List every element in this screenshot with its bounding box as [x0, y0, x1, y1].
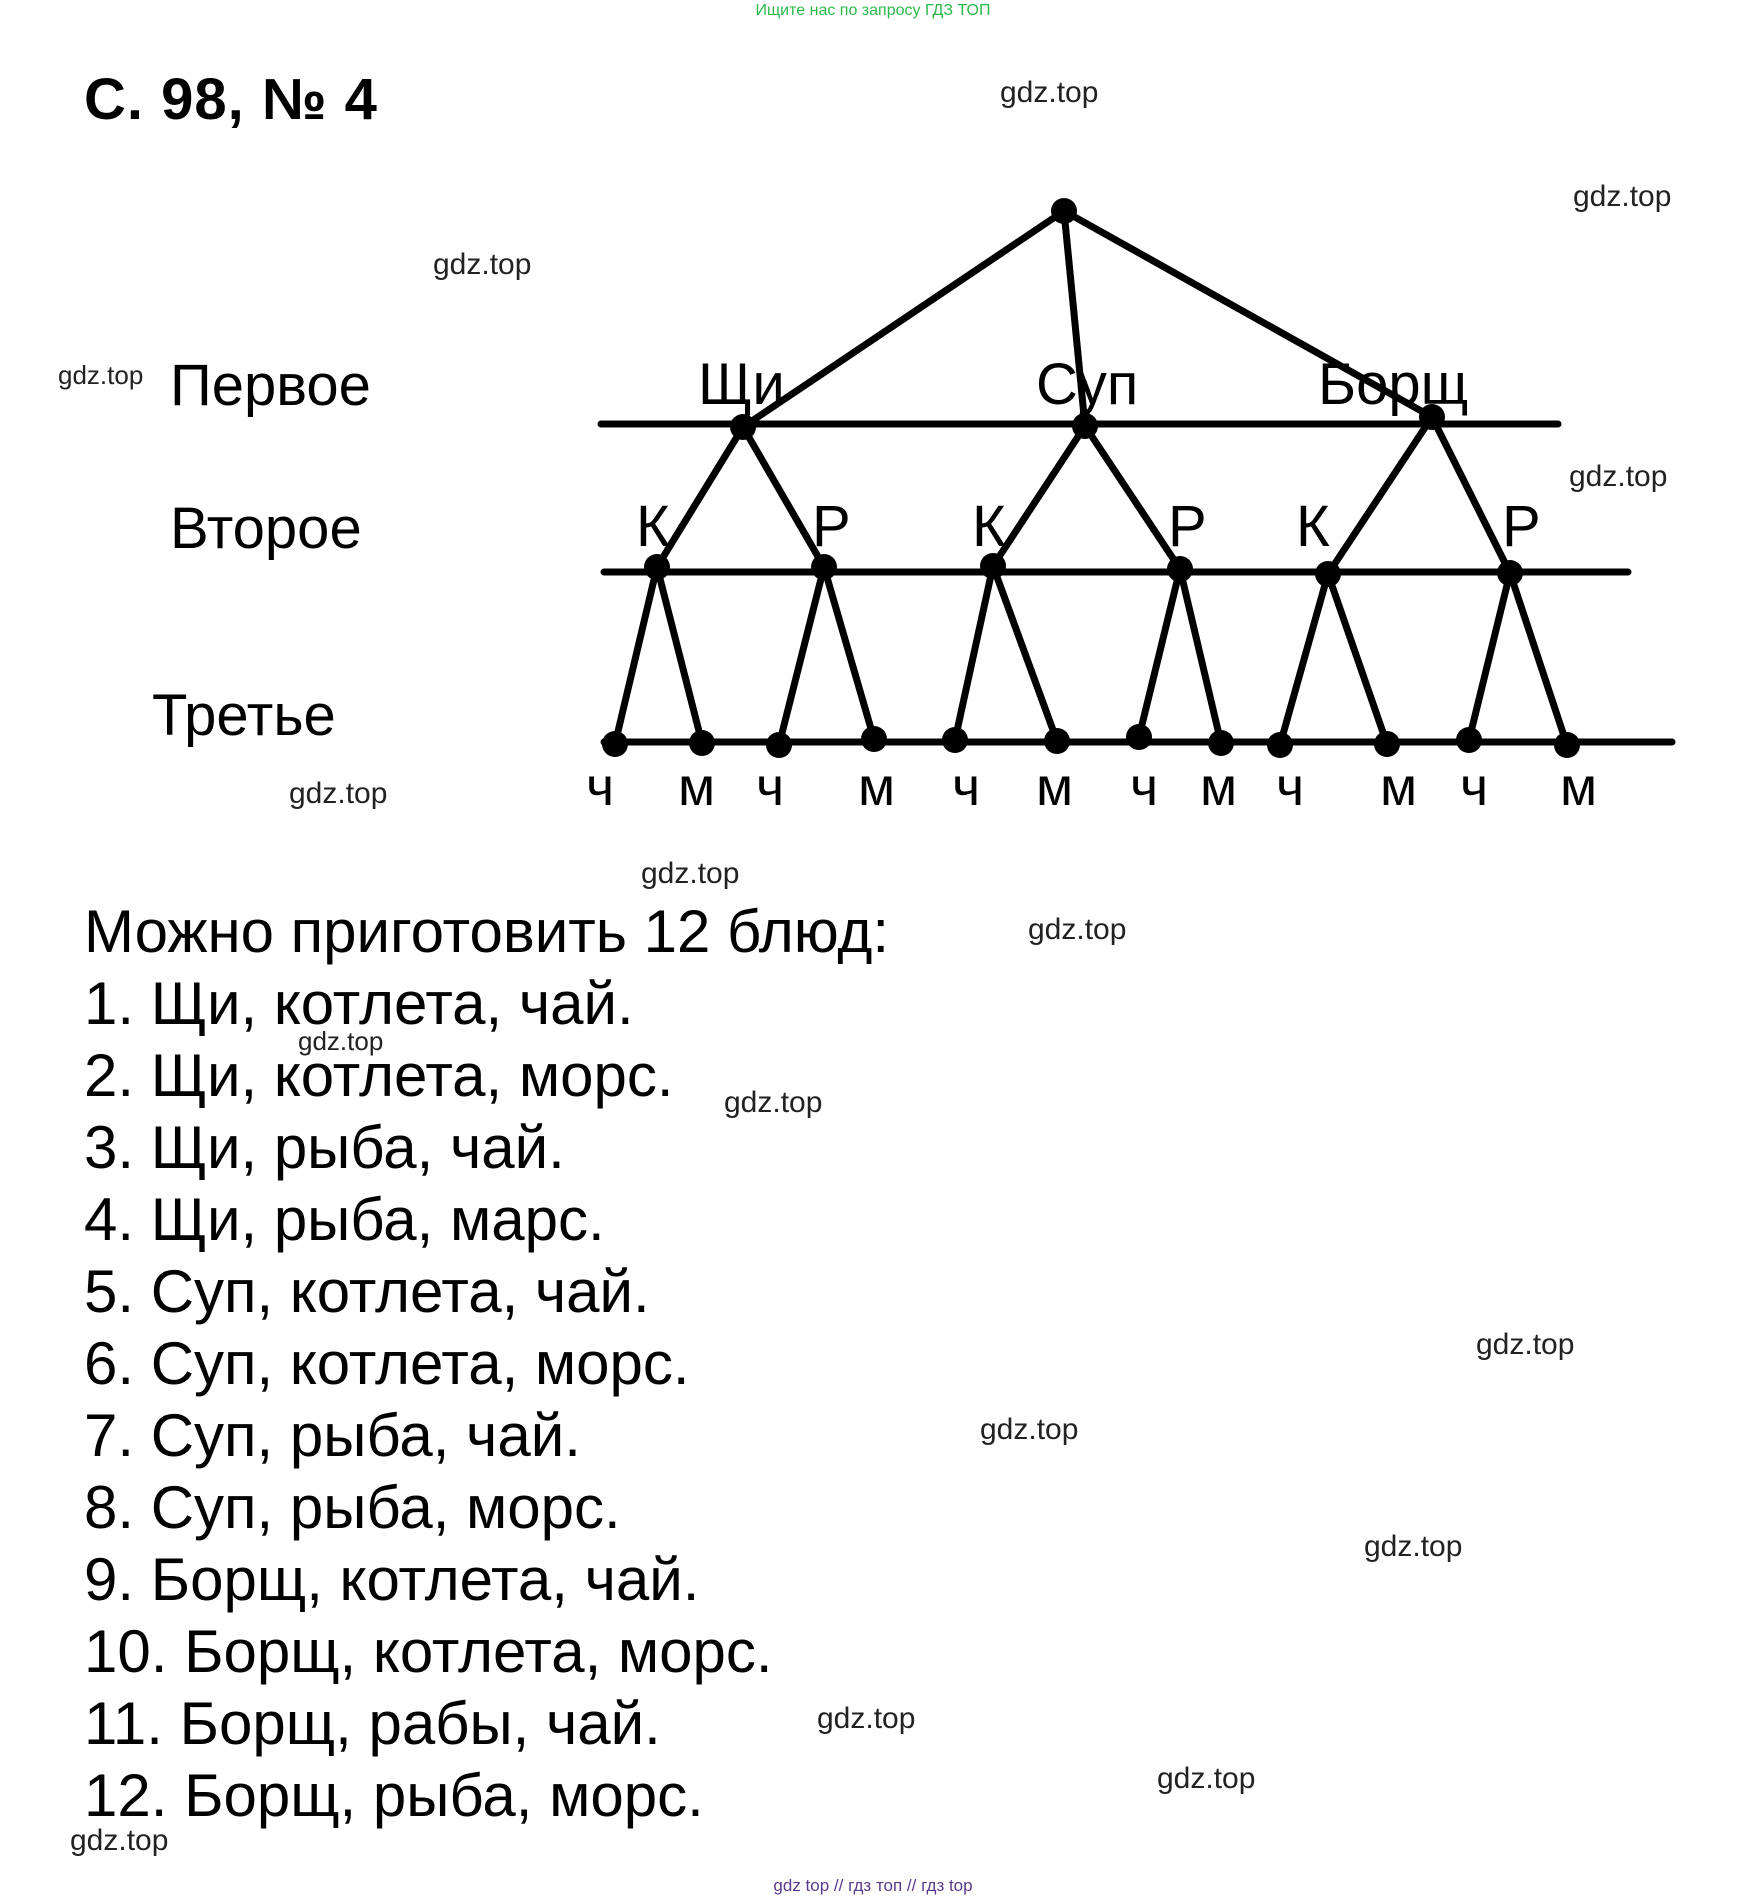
tree-node — [1072, 413, 1098, 439]
level-label-third: Третье — [152, 683, 336, 748]
tree-leaf-node — [861, 726, 887, 752]
watermark: gdz.top — [1569, 460, 1668, 493]
node-label-shchi: Щи — [698, 352, 785, 417]
tree-node — [644, 554, 670, 580]
tree-leaf-node — [1044, 728, 1070, 754]
node-label-borshch: Борщ — [1318, 352, 1469, 417]
leaf-label-m: м — [1036, 757, 1074, 817]
node-label-sup: Суп — [1036, 352, 1139, 417]
tree-leaf-node — [602, 731, 628, 757]
node-label-r: Р — [1502, 494, 1541, 559]
node-label-r: Р — [1168, 494, 1207, 559]
leaf-label-m: м — [1200, 757, 1238, 817]
leaf-label-m: м — [678, 757, 716, 817]
level-label-second: Второе — [170, 496, 362, 561]
tree-node — [730, 414, 756, 440]
watermark: gdz.top — [1028, 913, 1127, 946]
choice-tree-diagram — [597, 198, 1676, 758]
leaf-label-m: м — [1560, 757, 1598, 817]
tree-leaf-node — [1267, 732, 1293, 758]
answer-block: Можно приготовить 12 блюд: 1. Щи, котлет… — [84, 896, 889, 1832]
tree-leaf-node — [1456, 727, 1482, 753]
leaf-label-ch: ч — [952, 757, 981, 817]
answer-item: 7. Суп, рыба, чай. — [84, 1402, 581, 1469]
leaf-label-ch: ч — [1130, 757, 1159, 817]
watermark: gdz.top — [1157, 1762, 1256, 1795]
watermark: gdz.top — [289, 777, 388, 810]
watermark: gdz.top — [1364, 1530, 1463, 1563]
answer-intro: Можно приготовить 12 блюд: — [84, 898, 890, 965]
node-label-r: Р — [812, 494, 851, 559]
leaf-label-m: м — [1380, 757, 1418, 817]
answer-item: 4. Щи, рыба, марс. — [84, 1186, 605, 1253]
answer-item: 11. Борщ, рабы, чай. — [84, 1690, 661, 1757]
tree-leaf-node — [1374, 731, 1400, 757]
level-label-first: Первое — [170, 353, 371, 418]
answer-item: 8. Суп, рыба, морс. — [84, 1474, 621, 1541]
answer-item: 10. Борщ, котлета, морс. — [84, 1618, 773, 1685]
tree-leaf-node — [942, 727, 968, 753]
top-search-note: Ищите нас по запросу ГДЗ ТОП — [755, 2, 991, 19]
answer-item: 3. Щи, рыба, чай. — [84, 1114, 565, 1181]
node-label-k: К — [636, 494, 670, 559]
leaf-label-ch: ч — [1460, 757, 1489, 817]
tree-leaf-node — [1208, 730, 1234, 756]
watermark: gdz.top — [641, 857, 740, 890]
tree-node — [980, 553, 1006, 579]
watermark: gdz.top — [724, 1086, 823, 1119]
answer-item: 5. Суп, котлета, чай. — [84, 1258, 650, 1325]
tree-leaf-node — [1554, 732, 1580, 758]
leaf-label-ch: ч — [1276, 757, 1305, 817]
tree-root-node — [1051, 198, 1077, 224]
node-label-k: К — [972, 494, 1006, 559]
tree-leaf-node — [689, 730, 715, 756]
watermark: gdz.top — [70, 1824, 169, 1857]
tree-node — [1497, 560, 1523, 586]
watermark: gdz.top — [1573, 180, 1672, 213]
answer-item: 1. Щи, котлета, чай. — [84, 970, 634, 1037]
answer-item: 6. Суп, котлета, морс. — [84, 1330, 690, 1397]
watermark: gdz.top — [1000, 76, 1099, 109]
watermark: gdz.top — [58, 360, 144, 390]
answer-item: 2. Щи, котлета, морс. — [84, 1042, 674, 1109]
watermark: gdz.top — [980, 1413, 1079, 1446]
tree-node — [1315, 561, 1341, 587]
leaf-label-ch: ч — [586, 757, 615, 817]
leaf-label-ch: ч — [756, 757, 785, 817]
watermark: gdz.top — [1476, 1328, 1575, 1361]
node-label-k: К — [1296, 494, 1330, 559]
tree-leaf-node — [1126, 724, 1152, 750]
tree-node — [811, 554, 837, 580]
tree-node — [1419, 404, 1445, 430]
answer-item: 9. Борщ, котлета, чай. — [84, 1546, 700, 1613]
watermark: gdz.top — [433, 248, 532, 281]
footer-watermark: gdz top // гдз топ // гдз top — [773, 1876, 973, 1895]
answer-item: 12. Борщ, рыба, морс. — [84, 1762, 704, 1829]
leaf-label-m: м — [858, 757, 896, 817]
watermark: gdz.top — [817, 1702, 916, 1735]
tree-leaf-node — [766, 732, 792, 758]
page-title: С. 98, № 4 — [84, 67, 378, 132]
tree-node — [1167, 556, 1193, 582]
watermark: gdz.top — [298, 1026, 384, 1056]
